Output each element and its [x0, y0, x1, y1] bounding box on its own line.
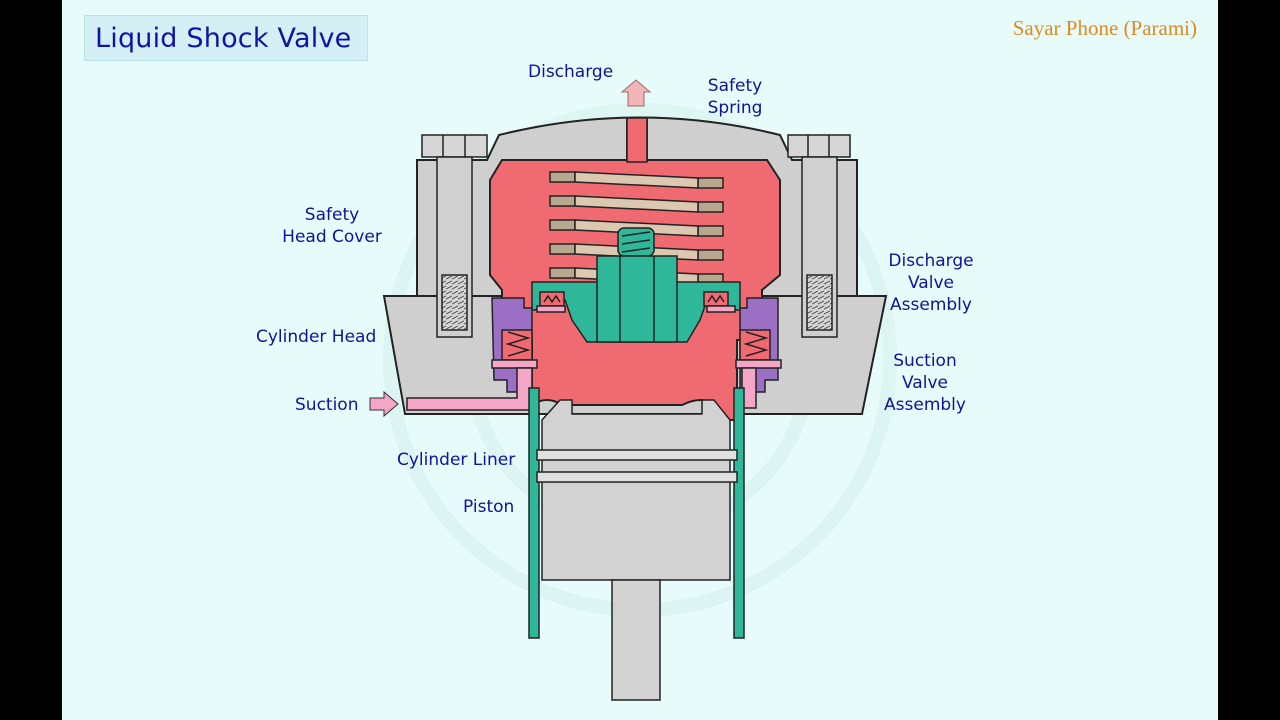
discharge-passage: [626, 117, 648, 163]
label-discharge: Discharge: [528, 62, 614, 82]
label-piston: Piston: [463, 497, 515, 517]
suction-arrow-icon: [369, 390, 399, 418]
discharge-valve-assembly: [531, 227, 741, 343]
label-safety-spring: Safety Spring: [707, 76, 763, 118]
slide-canvas: Liquid Shock Valve Sayar Phone (Parami) …: [62, 0, 1218, 720]
cylinder-liner: [528, 387, 745, 639]
label-safety-head-cover: Safety Head Cover: [282, 205, 382, 247]
right-stud-bolt: [787, 134, 851, 338]
piston: [536, 399, 738, 701]
label-cylinder-head: Cylinder Head: [256, 327, 377, 347]
title-box: Liquid Shock Valve: [84, 15, 368, 61]
discharge-arrow-icon: [620, 79, 652, 107]
left-stud-bolt: [421, 134, 488, 338]
label-suction: Suction: [295, 395, 359, 415]
label-suction-valve-assembly: Suction Valve Assembly: [884, 351, 966, 415]
label-discharge-valve-assembly: Discharge Valve Assembly: [888, 251, 974, 315]
label-cylinder-liner: Cylinder Liner: [397, 450, 516, 470]
suction-passage: [406, 367, 533, 411]
valve-cross-section-diagram: [369, 79, 897, 701]
page-title: Liquid Shock Valve: [95, 22, 352, 54]
author-credit: Sayar Phone (Parami): [1012, 16, 1197, 40]
